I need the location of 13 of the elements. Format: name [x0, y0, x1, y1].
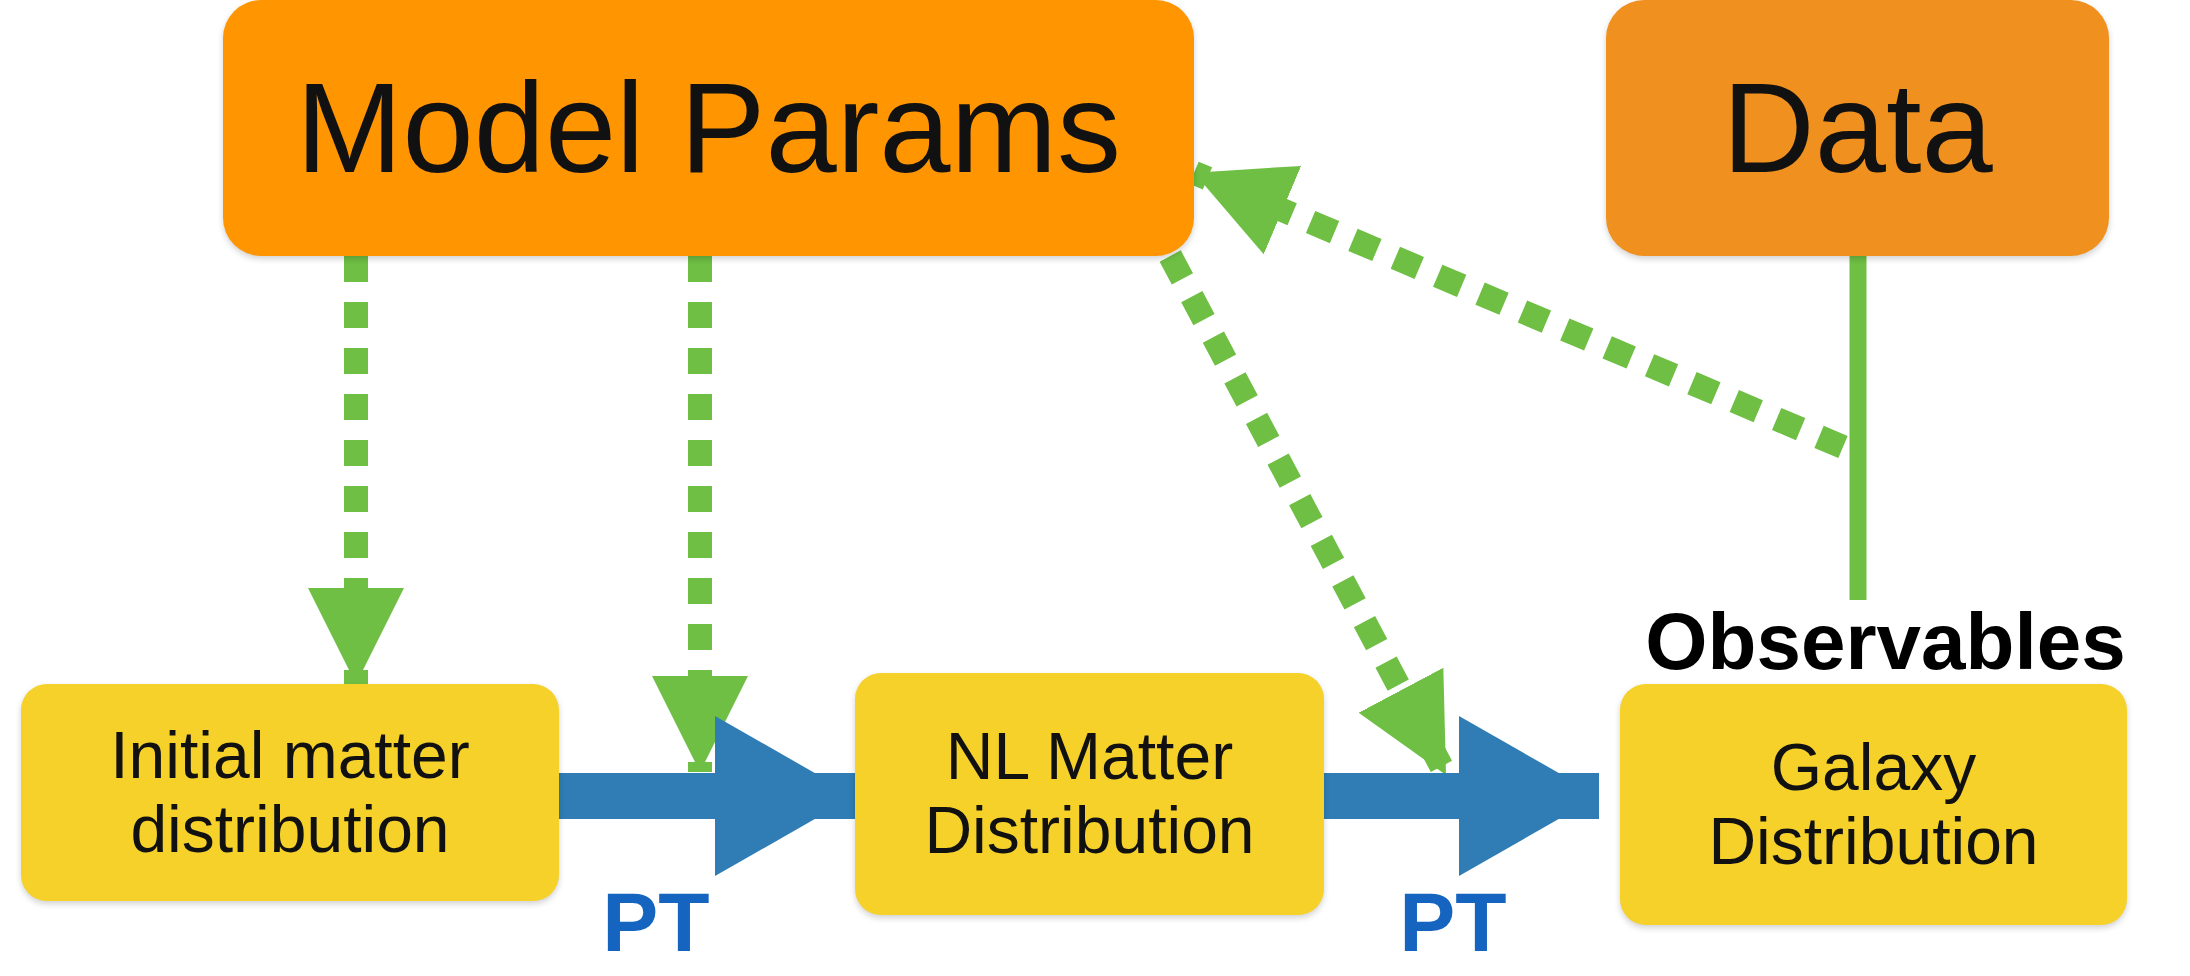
box-label: NL Matter Distribution — [923, 720, 1256, 868]
box-label: Data — [1722, 56, 1993, 200]
box-label: Model Params — [295, 56, 1122, 200]
connector-line — [1849, 256, 1867, 600]
heading-text: Observables — [1644, 600, 2127, 684]
thick-arrow — [1324, 716, 1599, 876]
edge-label: PT — [1399, 880, 1507, 964]
thick-arrow — [559, 716, 855, 876]
box-label: Initial matter distribution — [109, 718, 471, 867]
dashed-arrow — [308, 256, 404, 684]
box-label: Galaxy Distribution — [1707, 730, 2040, 879]
dashed-arrow — [652, 256, 748, 772]
edge-label: PT — [602, 880, 710, 964]
